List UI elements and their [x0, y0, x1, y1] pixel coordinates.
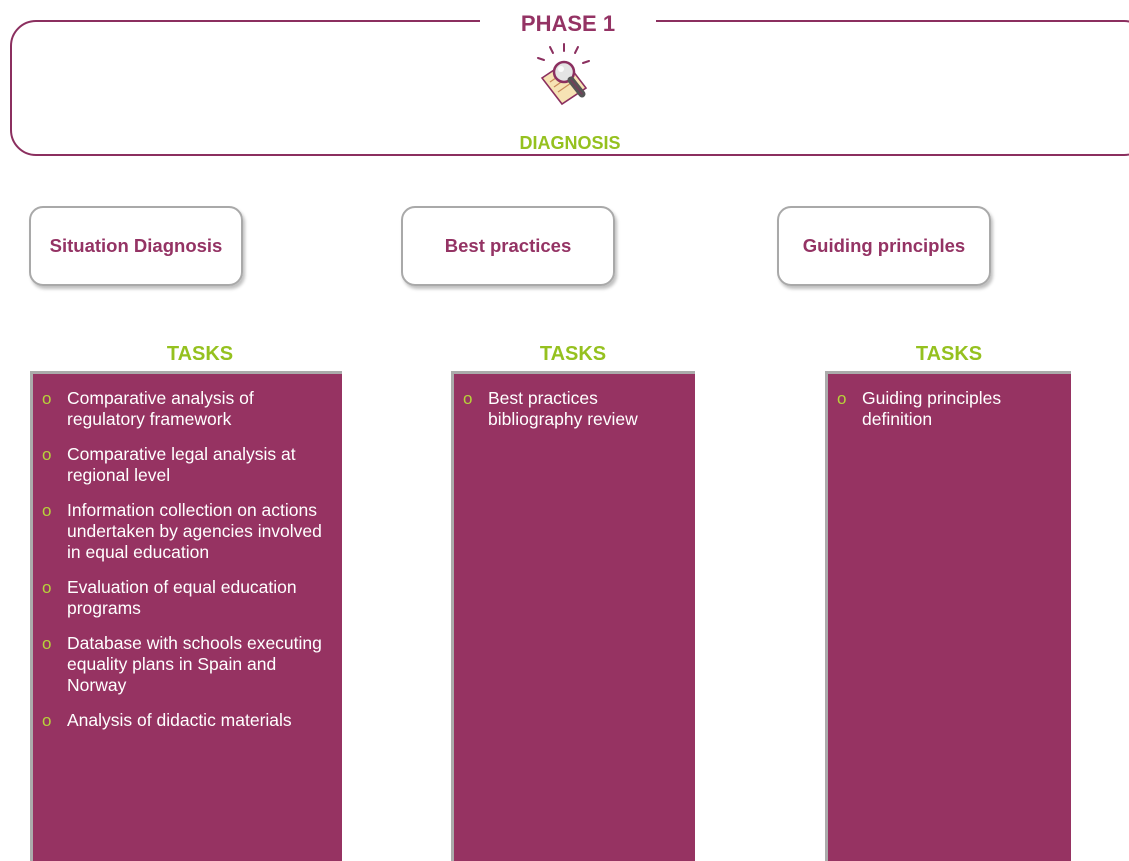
category-box-best-practices: Best practices [401, 206, 615, 286]
task-item: o Analysis of didactic materials [33, 710, 342, 731]
bullet-icon: o [42, 578, 52, 597]
task-item: o Comparative legal analysis at regional … [33, 444, 342, 486]
tasks-header: TASKS [915, 343, 983, 365]
bullet-icon: o [42, 389, 52, 408]
task-list: o Best practices bibliography review [454, 388, 695, 430]
task-list: o Comparative analysis of regulatory fram… [33, 388, 342, 731]
task-item: o Guiding principles definition [828, 388, 1071, 430]
task-column-guiding-principles: o Guiding principles definition [825, 371, 1071, 861]
tasks-header: TASKS [166, 343, 234, 365]
task-item: o Best practices bibliography review [454, 388, 695, 430]
task-item: o Evaluation of equal education programs [33, 577, 342, 619]
task-text: Evaluation of equal education programs [67, 577, 297, 618]
tasks-header: TASKS [539, 343, 607, 365]
magnifying-glass-document-icon [537, 43, 590, 106]
bullet-icon: o [42, 445, 52, 464]
task-column-situation-diagnosis: o Comparative analysis of regulatory fram… [30, 371, 342, 861]
task-list: o Guiding principles definition [828, 388, 1071, 430]
category-box-guiding-principles: Guiding principles [777, 206, 991, 286]
phase-title: PHASE 1 [480, 6, 656, 42]
bullet-icon: o [42, 634, 52, 653]
task-text: Comparative legal analysis at regional l… [67, 444, 296, 485]
bullet-icon: o [837, 389, 847, 408]
task-item: o Comparative analysis of regulatory fram… [33, 388, 342, 430]
task-item: o Information collection on actions under… [33, 500, 342, 563]
task-text: Analysis of didactic materials [67, 710, 292, 730]
task-item: o Database with schools executing equalit… [33, 633, 342, 696]
task-text: Database with schools executing equality… [67, 633, 322, 695]
bullet-icon: o [42, 501, 52, 520]
task-text: Information collection on actions undert… [67, 500, 322, 562]
task-text: Comparative analysis of regulatory frame… [67, 388, 254, 429]
bullet-icon: o [42, 711, 52, 730]
task-column-best-practices: o Best practices bibliography review [451, 371, 695, 861]
category-box-situation-diagnosis: Situation Diagnosis [29, 206, 243, 286]
phase-subtitle: DIAGNOSIS [519, 133, 621, 153]
task-text: Best practices bibliography review [488, 388, 638, 429]
task-text: Guiding principles definition [862, 388, 1002, 429]
bullet-icon: o [463, 389, 473, 408]
